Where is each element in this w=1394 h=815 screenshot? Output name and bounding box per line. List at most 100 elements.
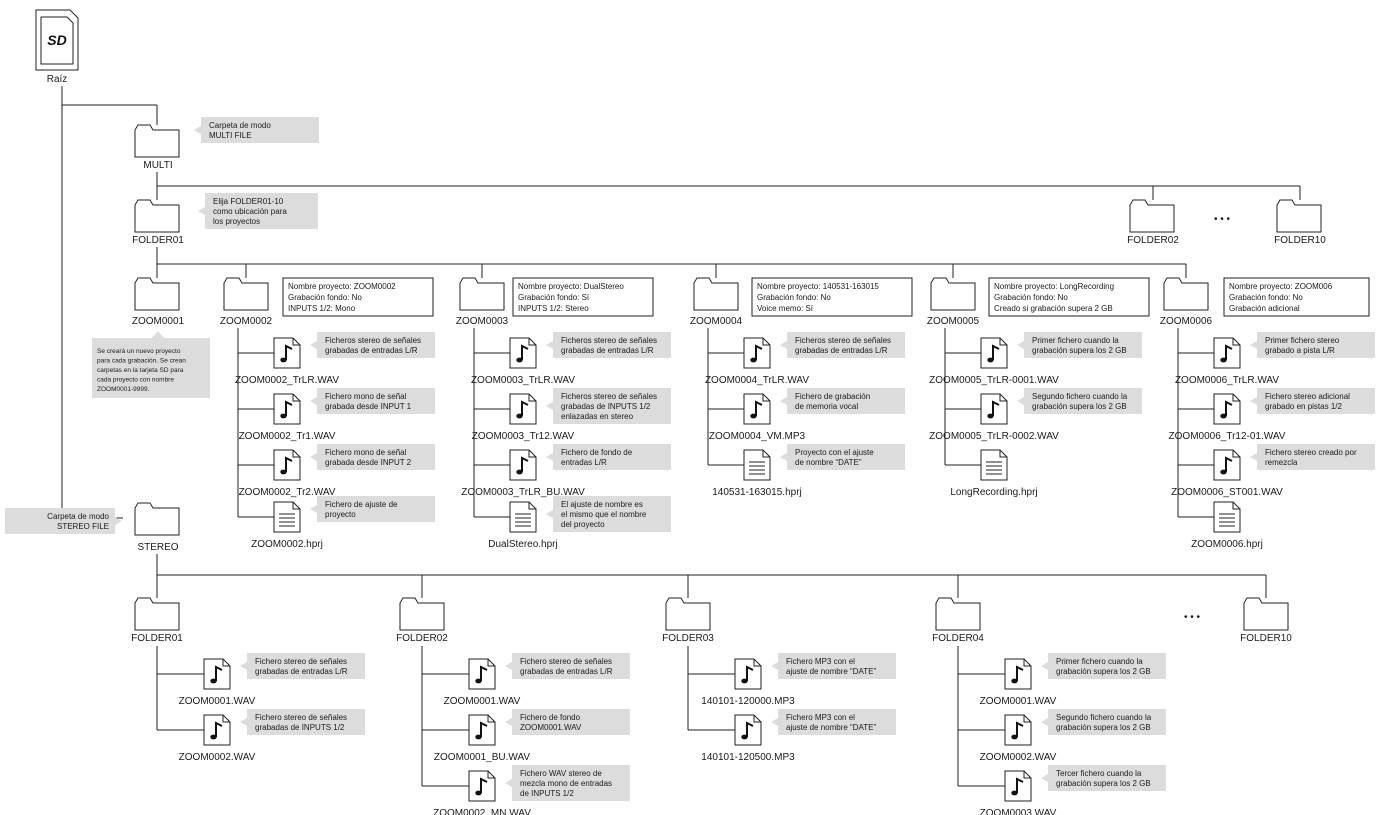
sd-card-icon: SD bbox=[35, 9, 79, 71]
callout-text: de INPUTS 1/2 bbox=[520, 789, 574, 798]
project-info-box bbox=[751, 277, 913, 317]
callout-text: grabado a pista L/R bbox=[1265, 346, 1335, 355]
file-name: ZOOM0001.WAV bbox=[179, 696, 256, 707]
audio-file-icon bbox=[273, 393, 301, 425]
callout-text: Proyecto con el ajuste bbox=[795, 448, 874, 457]
ellipsis-stereo: • • • bbox=[1184, 612, 1201, 623]
audio-file-icon bbox=[1004, 714, 1032, 746]
zoom0001-note-text: Se creará un nuevo proyecto bbox=[97, 348, 181, 355]
zoom0001-note-text: ZOOM0001-9999. bbox=[97, 386, 150, 393]
audio-file-icon bbox=[743, 337, 771, 369]
multi-folder-icon bbox=[134, 124, 180, 158]
callout-text: ajuste de nombre “DATE” bbox=[786, 667, 876, 676]
file-note bbox=[1041, 653, 1166, 679]
multi-mode-note bbox=[194, 117, 319, 143]
file-name: 140101-120000.MP3 bbox=[701, 696, 795, 707]
project-file-icon bbox=[743, 449, 771, 481]
ellipsis-multi: • • • bbox=[1214, 214, 1231, 225]
project-info-text: Grabación adicional bbox=[1229, 304, 1300, 313]
callout-text: ajuste de nombre “DATE” bbox=[786, 723, 876, 732]
callout-text: Ficheros stereo de señales bbox=[561, 392, 657, 401]
callout-text: mezcla mono de entradas bbox=[520, 779, 612, 788]
audio-file-icon bbox=[509, 393, 537, 425]
multi-label: MULTI bbox=[143, 160, 172, 171]
stereo-subfolder-label: FOLDER01 bbox=[131, 633, 183, 644]
project-info-text: Nombre proyecto: ZOOM006 bbox=[1229, 282, 1333, 291]
callout-text: enlazadas en stereo bbox=[561, 412, 634, 421]
project-info-text: Creado si grabación supera 2 GB bbox=[994, 304, 1113, 313]
file-note bbox=[505, 765, 630, 801]
file-name: ZOOM0006_ST001.WAV bbox=[1171, 487, 1283, 498]
callout-text: Fichero stereo de señales bbox=[255, 657, 347, 666]
file-name: ZOOM0002.WAV bbox=[179, 752, 256, 763]
zoom0001-note-text: para cada grabación. Se crean bbox=[97, 358, 186, 365]
file-note bbox=[1250, 332, 1375, 358]
callout-text: Fichero de fondo de bbox=[561, 448, 633, 457]
callout-text: Elija FOLDER01-10 bbox=[213, 197, 284, 206]
file-name: ZOOM0001_BU.WAV bbox=[434, 752, 530, 763]
callout-text: Tercer fichero cuando la bbox=[1056, 769, 1142, 778]
file-name: ZOOM0004_VM.MP3 bbox=[709, 431, 806, 442]
callout-text: MULTI FILE bbox=[209, 131, 252, 140]
file-note bbox=[1041, 709, 1166, 735]
callout-text: STEREO FILE bbox=[57, 522, 109, 531]
file-note bbox=[1017, 388, 1142, 414]
audio-file-icon bbox=[509, 449, 537, 481]
callout-text: grabación supera los 2 GB bbox=[1056, 779, 1151, 788]
callout-text: Primer fichero cuando la bbox=[1056, 657, 1143, 666]
callout-text: grabadas de INPUTS 1/2 bbox=[255, 723, 345, 732]
file-note bbox=[1041, 765, 1166, 791]
callout-text: grabación supera los 2 GB bbox=[1056, 723, 1151, 732]
callout-text: Carpeta de modo bbox=[209, 121, 271, 130]
file-name: ZOOM0001.WAV bbox=[444, 696, 521, 707]
audio-file-icon bbox=[980, 337, 1008, 369]
callout-text: Fichero de fondo bbox=[520, 713, 581, 722]
callout-text: entradas L/R bbox=[561, 458, 607, 467]
project-info-text: Nombre proyecto: ZOOM0002 bbox=[288, 282, 396, 291]
file-note bbox=[546, 444, 671, 470]
audio-file-icon bbox=[1213, 393, 1241, 425]
file-name: LongRecording.hprj bbox=[950, 487, 1037, 498]
callout-text: Ficheros stereo de señales bbox=[795, 336, 891, 345]
project-info-text: INPUTS 1/2: Mono bbox=[288, 304, 356, 313]
stereo-subfolder-icon bbox=[935, 597, 981, 631]
folder01-label: FOLDER01 bbox=[132, 235, 184, 246]
project-file-icon bbox=[273, 501, 301, 533]
stereo-label: STEREO bbox=[137, 542, 178, 553]
callout-text: grabación supera los 2 GB bbox=[1032, 346, 1127, 355]
audio-file-icon bbox=[734, 714, 762, 746]
file-note bbox=[240, 653, 365, 679]
file-note bbox=[780, 388, 905, 414]
callout-text: Ficheros stereo de señales bbox=[561, 336, 657, 345]
folder10-icon bbox=[1276, 199, 1322, 233]
file-note bbox=[310, 388, 435, 414]
file-name: ZOOM0002_TrLR.WAV bbox=[235, 375, 339, 386]
callout-text: del proyecto bbox=[561, 520, 605, 529]
callout-text: Ficheros stereo de señales bbox=[325, 336, 421, 345]
callout-text: Fichero mono de señal bbox=[325, 448, 407, 457]
audio-file-icon bbox=[1213, 337, 1241, 369]
file-note bbox=[505, 653, 630, 679]
callout-text: grabadas de entradas L/R bbox=[561, 346, 654, 355]
project-folder-icon bbox=[693, 277, 739, 311]
audio-file-icon bbox=[734, 658, 762, 690]
audio-file-icon bbox=[1004, 658, 1032, 690]
file-name: ZOOM0001.WAV bbox=[980, 696, 1057, 707]
file-name: 140101-120500.MP3 bbox=[701, 752, 795, 763]
audio-file-icon bbox=[468, 658, 496, 690]
callout-text: Fichero MP3 con el bbox=[786, 657, 855, 666]
audio-file-icon bbox=[468, 714, 496, 746]
callout-text: Carpeta de modo bbox=[47, 512, 109, 521]
file-name: ZOOM0002.WAV bbox=[980, 752, 1057, 763]
file-name: ZOOM0005_TrLR-0002.WAV bbox=[929, 431, 1059, 442]
folder01-icon bbox=[134, 199, 180, 233]
callout-text: Fichero de grabación bbox=[795, 392, 870, 401]
audio-file-icon bbox=[273, 337, 301, 369]
callout-text: el mismo que el nombre bbox=[561, 510, 647, 519]
file-note bbox=[771, 709, 896, 735]
project-info-box bbox=[282, 277, 434, 317]
callout-text: Segundo fichero cuando la bbox=[1056, 713, 1152, 722]
file-note bbox=[546, 332, 671, 358]
project-folder-label: ZOOM0005 bbox=[927, 316, 980, 327]
